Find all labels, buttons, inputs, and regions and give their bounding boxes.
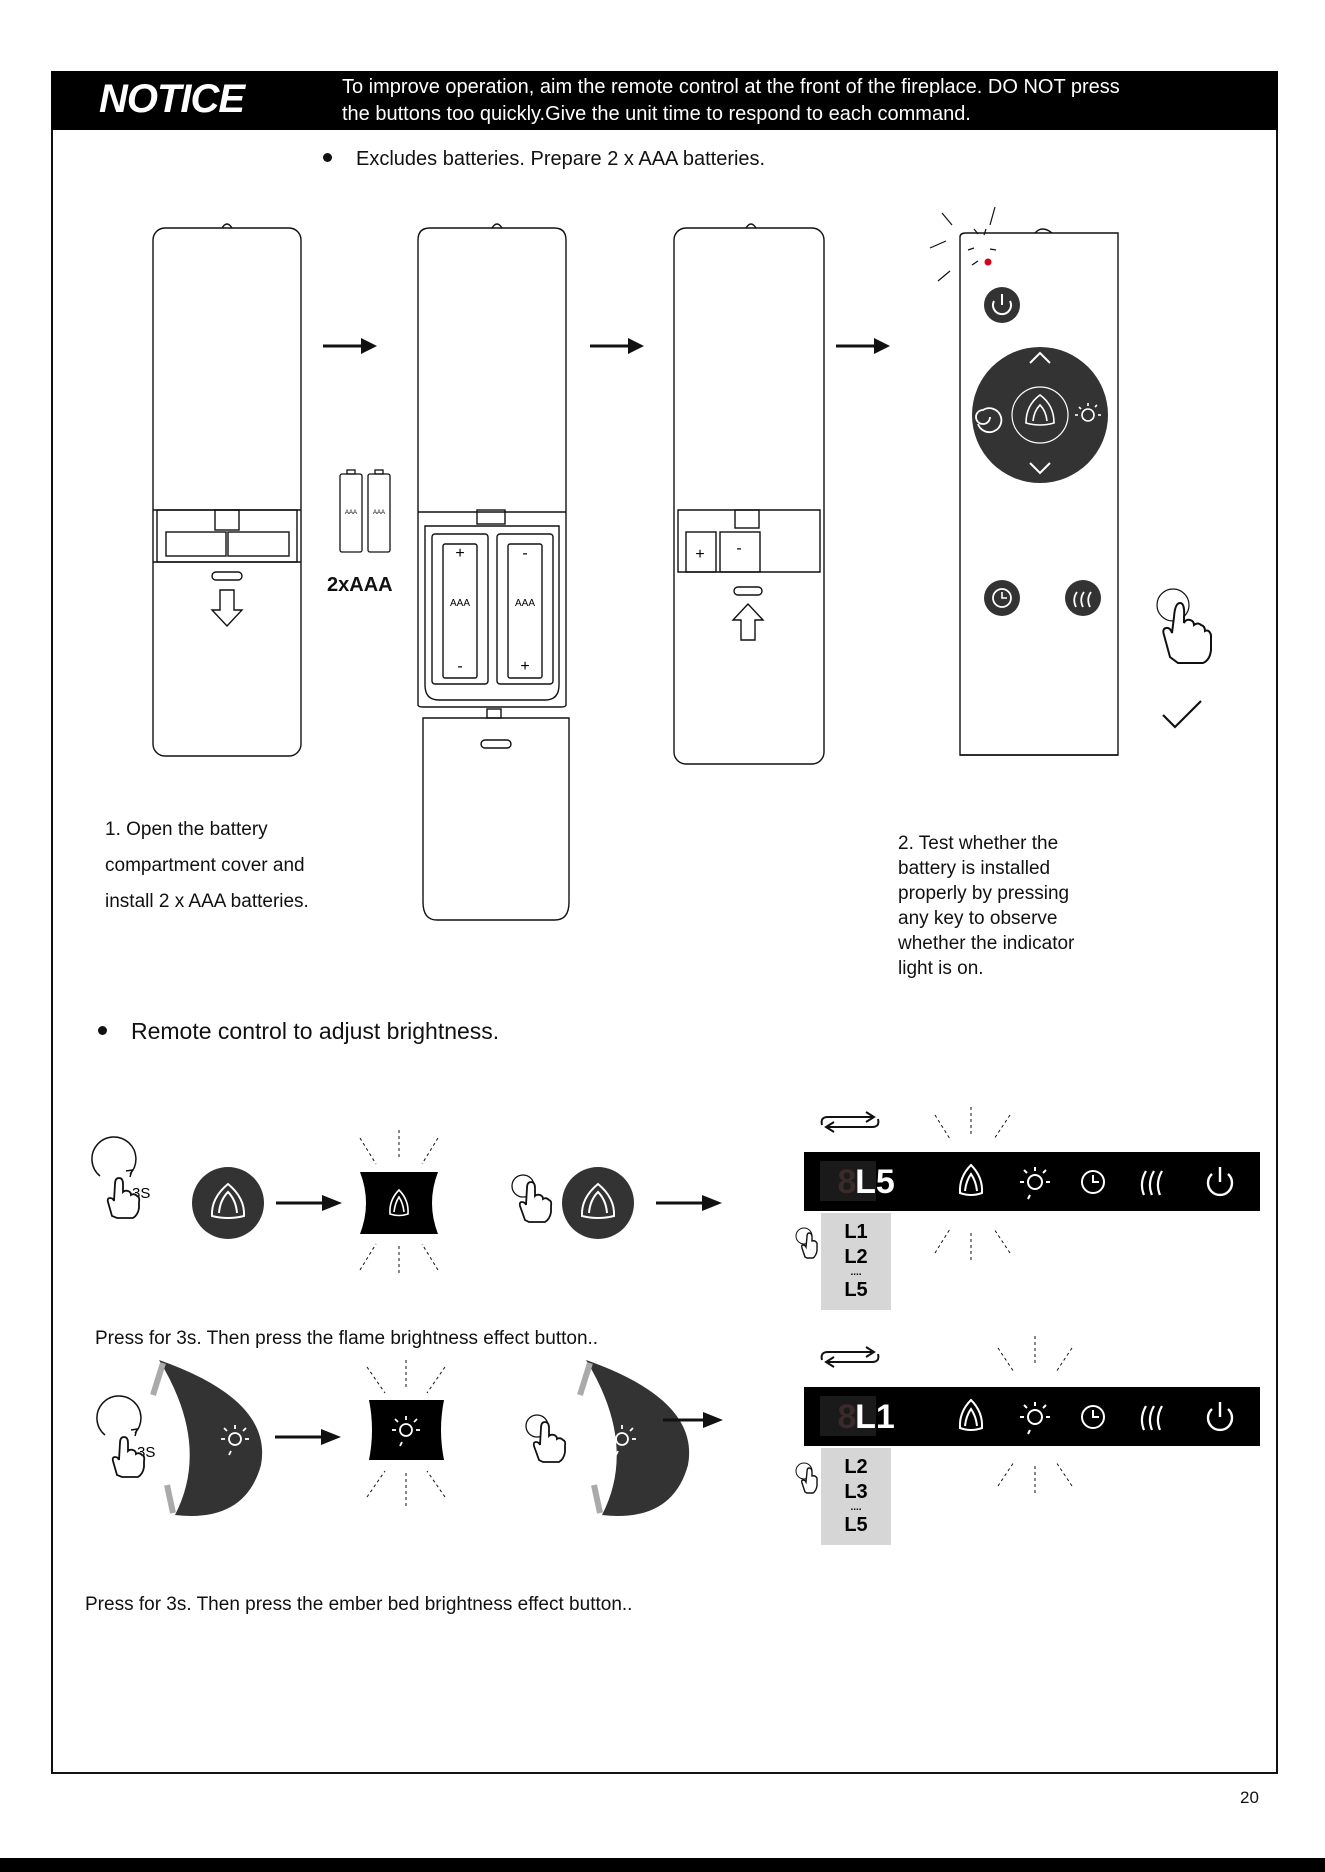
notice-line-2: the buttons too quickly.Give the unit ti…	[342, 103, 971, 125]
step-1-line: 1. Open the battery	[105, 819, 268, 840]
flame-control-panel: 8 L5 L1 L2 .... L5	[795, 1107, 1260, 1310]
svg-text:8: 8	[838, 1398, 857, 1436]
remote-cover-open-illustration	[152, 223, 302, 757]
step-1-line: compartment cover and	[105, 855, 305, 876]
display-digits: L5	[855, 1163, 895, 1201]
plus-sign: +	[455, 545, 464, 562]
battery-label: AAA	[515, 598, 535, 609]
battery-small-label: AAA	[345, 510, 357, 516]
ember-control-panel: 8 L1 L2 L3 .... L5	[795, 1336, 1260, 1545]
step-2-line: properly by pressing	[898, 883, 1070, 904]
battery-bullet-text: Excludes batteries. Prepare 2 x AAA batt…	[356, 148, 766, 170]
step-1-text: 1. Open the battery compartment cover an…	[105, 812, 309, 920]
page-number: 20	[1240, 1788, 1259, 1807]
step-2-line: any key to observe	[898, 908, 1058, 929]
hold-3s-hand-icon: 3S	[96, 1395, 155, 1478]
display-digits: L1	[855, 1398, 895, 1436]
plus-sign: +	[520, 658, 529, 675]
bottom-rule	[0, 1858, 1325, 1872]
step-2-line: battery is installed	[898, 858, 1051, 879]
minus-sign: -	[457, 658, 462, 675]
level-label: ....	[850, 1502, 861, 1513]
level-label: L2	[844, 1456, 867, 1478]
bullet-dot	[98, 1026, 107, 1036]
battery-small-label: AAA	[373, 510, 385, 516]
step-2-text: 2. Test whether the battery is installed…	[898, 831, 1074, 981]
step-1-line: install 2 x AAA batteries.	[105, 891, 309, 912]
caption-ember: Press for 3s. Then press the ember bed b…	[85, 1594, 633, 1615]
level-label: L3	[844, 1481, 867, 1503]
step-2-line: 2. Test whether the	[898, 833, 1059, 854]
tap-hand-icon	[525, 1414, 567, 1463]
level-label: L5	[844, 1279, 867, 1301]
battery-count-label: 2xAAA	[327, 574, 393, 596]
level-label: L1	[844, 1221, 867, 1243]
remote-test-illustration	[929, 206, 1212, 756]
aaa-batteries-icon: AAA AAA	[339, 469, 391, 553]
remote-cover-closed-illustration: + -	[673, 223, 825, 765]
level-label: ....	[850, 1267, 861, 1278]
notice-title: NOTICE	[99, 77, 245, 121]
ember-brightness-sequence: 3S	[96, 1360, 723, 1516]
minus-sign: -	[522, 545, 527, 562]
remote-batteries-installed-illustration: + AAA - - AAA +	[417, 223, 570, 921]
arrow-right-icon	[323, 338, 377, 354]
brightness-bullet-text: Remote control to adjust brightness.	[131, 1018, 500, 1044]
notice-bar: NOTICE To improve operation, aim the rem…	[51, 71, 1278, 130]
brightness-bullet: Remote control to adjust brightness.	[98, 1018, 499, 1045]
arrow-right-icon	[836, 338, 890, 354]
minus-sign: -	[736, 540, 741, 557]
arrow-right-icon	[590, 338, 644, 354]
bullet-dot	[323, 153, 332, 163]
level-label: L2	[844, 1246, 867, 1268]
flame-brightness-sequence: 3S	[91, 1130, 722, 1276]
plus-sign: +	[695, 546, 704, 563]
caption-flame: Press for 3s. Then press the flame brigh…	[95, 1328, 599, 1349]
svg-text:8: 8	[838, 1163, 857, 1201]
step-2-line: light is on.	[898, 958, 984, 979]
notice-line-1: To improve operation, aim the remote con…	[342, 76, 1120, 98]
battery-bullet: Excludes batteries. Prepare 2 x AAA batt…	[323, 148, 765, 171]
hold-3s-hand-icon: 3S	[91, 1136, 150, 1219]
level-label: L5	[844, 1514, 867, 1536]
battery-label: AAA	[450, 598, 470, 609]
notice-text: To improve operation, aim the remote con…	[342, 74, 1242, 128]
tap-hand-icon	[511, 1174, 553, 1223]
step-2-line: whether the indicator	[898, 933, 1075, 954]
